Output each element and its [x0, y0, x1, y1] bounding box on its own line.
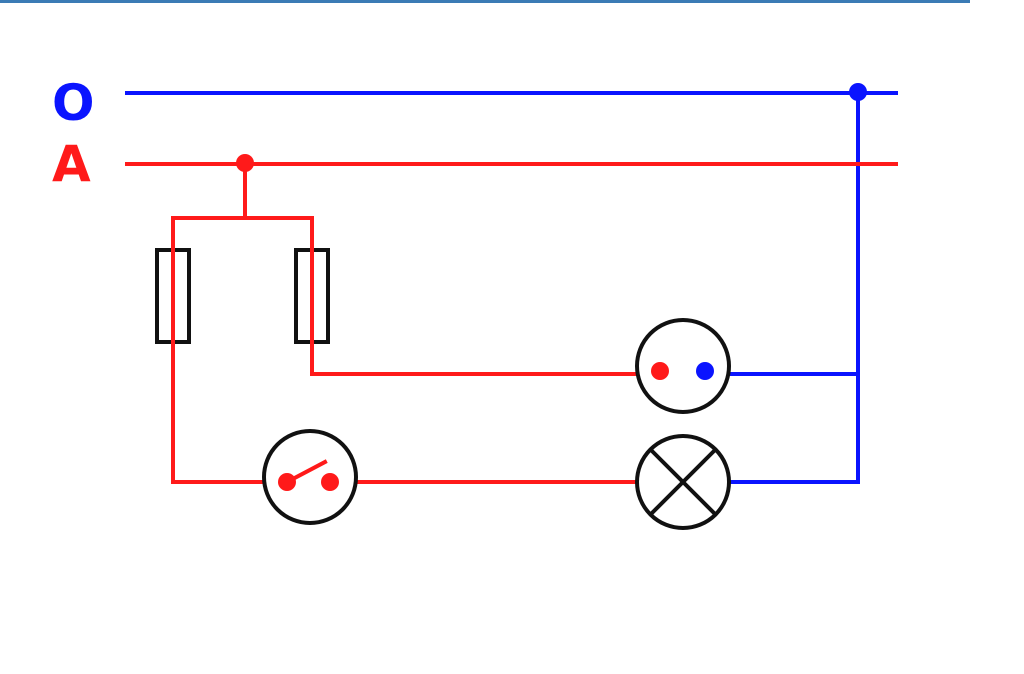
fuse-icon: [155, 238, 191, 354]
phase-rail-label: A: [52, 135, 91, 193]
phase-wiring: [125, 154, 898, 484]
socket-neutral-pin: [696, 362, 714, 380]
top-rule: [0, 0, 970, 3]
neutral-wiring: [125, 83, 898, 484]
socket-phase-wire: [310, 216, 662, 376]
switch-contact-right: [321, 473, 339, 491]
socket-phase-pin: [651, 362, 669, 380]
neutral-rail-label: O: [52, 74, 95, 132]
phase-junction-dot: [236, 154, 254, 172]
neutral-junction-dot: [849, 83, 867, 101]
lamp-icon: [635, 434, 731, 530]
fuse-icon: [294, 238, 330, 354]
socket-icon: [635, 318, 731, 414]
switch-icon: [262, 429, 358, 525]
switch-contact-left: [278, 473, 296, 491]
